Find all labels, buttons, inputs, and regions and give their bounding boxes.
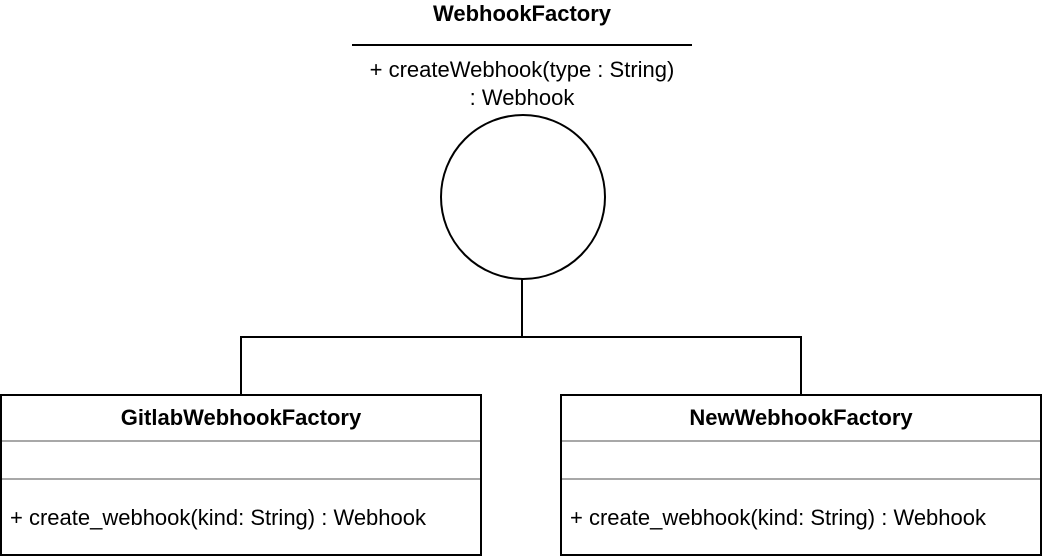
interface-name: WebhookFactory [432,1,612,26]
class-name: NewWebhookFactory [562,396,1040,442]
class-attributes [2,442,480,480]
connector-crossbar [240,336,802,338]
interface-operation-line-1: + createWebhook(type : String) [369,57,675,82]
interface-operation: + createWebhook(type : String) : Webhook [340,56,704,112]
connector-left-drop [240,336,242,396]
connector-trunk [521,278,523,336]
class-operation: + create_webhook(kind: String) : Webhook [570,505,986,530]
interface-lollipop-circle[interactable] [440,114,606,280]
class-name: GitlabWebhookFactory [2,396,480,442]
interface-divider [352,44,692,46]
class-gitlab-webhook-factory[interactable]: GitlabWebhookFactory + create_webhook(ki… [0,394,482,556]
class-attributes [562,442,1040,480]
connector-right-drop [800,336,802,396]
class-new-webhook-factory[interactable]: NewWebhookFactory + create_webhook(kind:… [560,394,1042,556]
interface-operation-line-2: : Webhook [469,85,575,110]
class-operation: + create_webhook(kind: String) : Webhook [10,505,426,530]
